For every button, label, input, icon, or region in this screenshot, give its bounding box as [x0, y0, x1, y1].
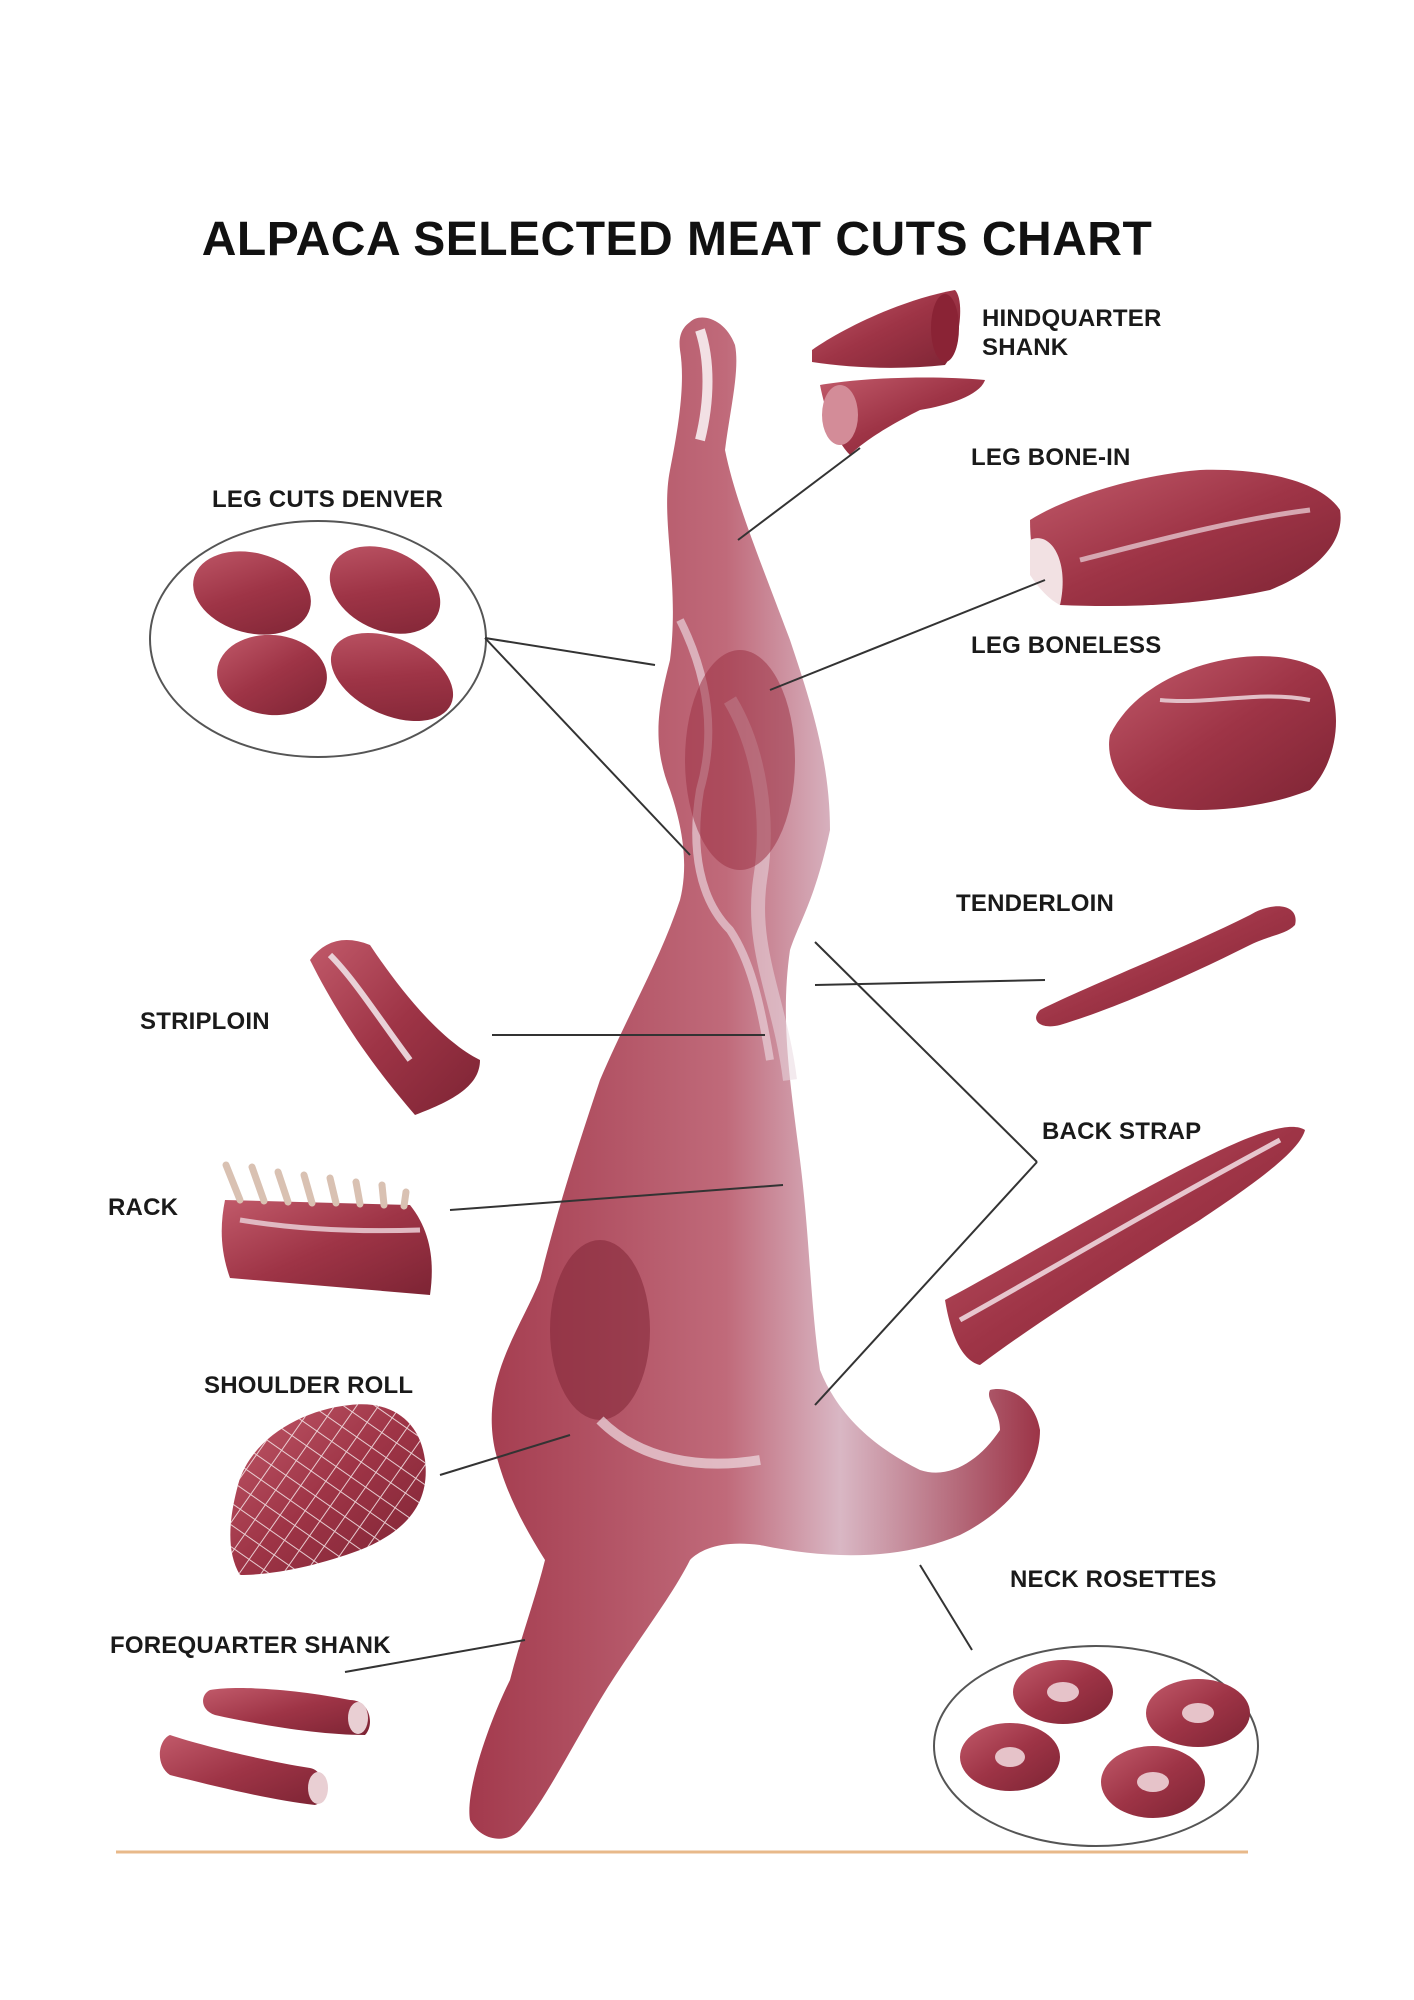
page-title: ALPACA SELECTED MEAT CUTS CHART	[201, 213, 1153, 266]
leader-leg-bone-in	[769, 579, 1046, 691]
label-forequarter-shank: FOREQUARTER SHANK	[110, 1632, 391, 1659]
leader-leg-denver-a	[484, 637, 656, 666]
leader-neck-rosettes	[919, 1564, 973, 1651]
label-striploin: STRIPLOIN	[140, 1008, 270, 1035]
forequarter-shank-image	[159, 1688, 370, 1805]
label-hindquarter-shank-line2: SHANK	[982, 333, 1069, 361]
label-hindquarter-shank: HINDQUARTER SHANK	[982, 305, 1162, 363]
label-hindquarter-shank-line1: HINDQUARTER	[982, 305, 1162, 332]
striploin-image	[310, 940, 480, 1115]
leader-rack	[449, 1184, 784, 1211]
label-tenderloin: TENDERLOIN	[956, 890, 1114, 917]
leader-tenderloin	[814, 979, 1046, 986]
label-shoulder-roll: SHOULDER ROLL	[204, 1372, 414, 1399]
label-rack: RACK	[108, 1194, 179, 1221]
label-back-strap: BACK STRAP	[1042, 1118, 1202, 1145]
leader-hindquarter-shank	[737, 447, 861, 541]
leader-lines	[344, 447, 1046, 1673]
leg-cuts-denver-image	[149, 520, 487, 758]
hindquarter-shank-image	[812, 290, 985, 455]
rack-image	[221, 1161, 432, 1295]
leg-bone-in-image	[1030, 469, 1341, 607]
label-leg-bone-in: LEG BONE-IN	[971, 444, 1131, 471]
leader-shoulder-roll	[439, 1434, 571, 1476]
tenderloin-image	[1036, 906, 1296, 1027]
leader-back-strap-a	[814, 941, 1038, 1163]
label-leg-boneless: LEG BONELESS	[971, 632, 1162, 659]
label-neck-rosettes: NECK ROSETTES	[1010, 1566, 1217, 1593]
leader-forequarter-shank	[344, 1639, 526, 1673]
carcass-image	[469, 317, 1040, 1839]
neck-rosettes-image	[933, 1645, 1259, 1847]
label-leg-cuts-denver: LEG CUTS DENVER	[212, 486, 444, 513]
back-strap-image	[945, 1126, 1305, 1365]
leg-boneless-image	[1109, 656, 1337, 810]
leader-leg-denver-b	[484, 637, 691, 856]
shoulder-roll-image	[230, 1404, 426, 1575]
leader-back-strap-b	[814, 1161, 1038, 1406]
